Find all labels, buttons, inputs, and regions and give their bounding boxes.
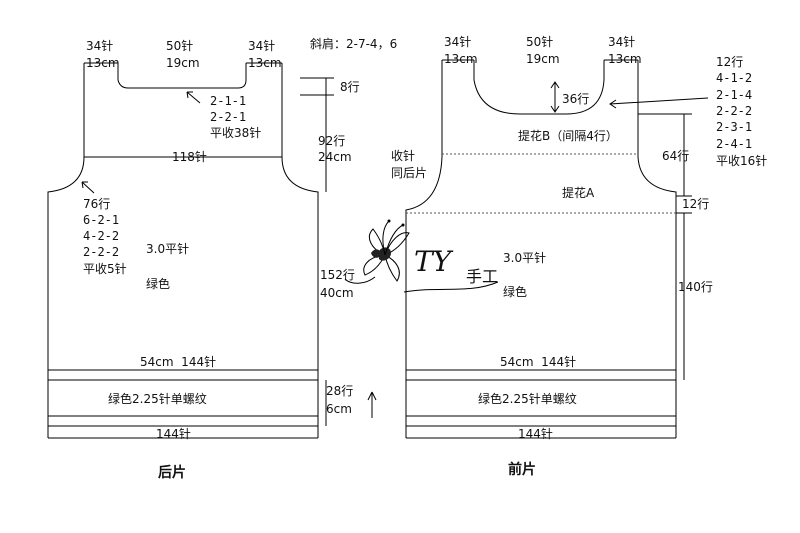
back-color: 绿色	[146, 276, 170, 291]
front-pattern-a: 提花A	[562, 185, 595, 200]
back-outline	[47, 63, 319, 438]
front-side-note-2: 同后片	[391, 166, 427, 180]
back-neck-st: 50针	[166, 38, 193, 53]
front-neck-pointer-arrow	[609, 97, 709, 109]
back-armhole-cm: 24cm	[318, 150, 352, 164]
back-armhole-rows: 92行	[318, 134, 345, 148]
back-chest-st: 118针	[172, 149, 207, 164]
front-shoulder-left-st: 34针	[444, 34, 471, 49]
back-armhole-shaping-5: 平收5针	[83, 261, 127, 276]
back-neck-rows: 8行	[340, 80, 360, 94]
front-pattern-b-rows: 64行	[662, 149, 689, 163]
back-rib-rows: 28行	[326, 384, 353, 398]
back-body-cm: 40cm	[320, 286, 354, 300]
logo-swash	[403, 281, 499, 293]
back-neck-shaping-2: 2-2-1	[210, 110, 246, 124]
front-neck-shaping-3: 2-1-4	[716, 88, 752, 102]
back-body-rows: 152行	[320, 268, 355, 282]
back-armhole-shaping-2: 6-2-1	[83, 213, 119, 227]
front-body-rows: 140行	[678, 280, 713, 294]
back-armhole-shaping-4: 2-2-2	[83, 245, 119, 259]
back-shoulder-right-cm: 13cm	[248, 56, 282, 70]
front-shoulder-left-cm: 13cm	[444, 52, 478, 66]
front-hem-cm-st: 54cm 144针	[500, 354, 576, 369]
back-shoulder-right-st: 34针	[248, 38, 275, 53]
front-neck-shaping-1: 12行	[716, 55, 743, 69]
logo-text: 手工	[466, 267, 498, 286]
back-neck-shaping-3: 平收38针	[210, 125, 261, 140]
front-neck-shaping-7: 平收16针	[716, 153, 767, 168]
front-neck-shaping-4: 2-2-2	[716, 104, 752, 118]
back-armhole-shaping-1: 76行	[83, 197, 110, 211]
front-shoulder-right-st: 34针	[608, 34, 635, 49]
front-neck-rows: 36行	[562, 92, 589, 106]
front-neck-st: 50针	[526, 34, 553, 49]
back-shoulder-left-st: 34针	[86, 38, 113, 53]
back-shoulder-left-cm: 13cm	[86, 56, 120, 70]
back-neck-arrow	[186, 91, 201, 104]
front-rib-label: 绿色2.25针单螺纹	[478, 391, 577, 406]
front-outline	[405, 60, 677, 438]
front-neck-cm: 19cm	[526, 52, 560, 66]
lily-flower-icon	[344, 219, 410, 284]
front-piece: 34针 13cm 50针 19cm 34针 13cm 36行 12行 4-1-2…	[391, 34, 767, 478]
back-armhole-arrow	[81, 181, 95, 194]
back-hem-cm-st: 54cm 144针	[140, 354, 216, 369]
front-side-note-1: 收针	[391, 148, 415, 163]
logo-letters: TY	[414, 245, 454, 278]
front-title: 前片	[508, 461, 536, 478]
front-bottom-st: 144针	[518, 426, 553, 441]
back-rib-cm: 6cm	[326, 402, 352, 416]
front-shoulder-right-cm: 13cm	[608, 52, 642, 66]
front-pattern-b: 提花B（间隔4行）	[518, 128, 618, 143]
front-neck-shaping-6: 2-4-1	[716, 137, 752, 151]
back-slope-shoulder: 斜肩：2-7-4，6	[310, 36, 397, 51]
front-needle: 3.0平针	[503, 250, 546, 265]
back-piece: 34针 13cm 50针 19cm 34针 13cm 斜肩：2-7-4，6 8行…	[47, 36, 397, 481]
front-neck-shaping-5: 2-3-1	[716, 120, 752, 134]
ty-handcraft-logo: TY 手工	[344, 219, 499, 293]
front-neck-depth-arrow	[550, 81, 560, 113]
back-needle: 3.0平针	[146, 241, 189, 256]
front-pattern-a-rows: 12行	[682, 197, 709, 211]
back-armhole-shaping-3: 4-2-2	[83, 229, 119, 243]
back-bottom-st: 144针	[156, 426, 191, 441]
back-neck-shaping-1: 2-1-1	[210, 94, 246, 108]
back-rib-arrow	[367, 391, 377, 418]
front-neck-shaping-2: 4-1-2	[716, 71, 752, 85]
back-neck-cm: 19cm	[166, 56, 200, 70]
front-color: 绿色	[503, 284, 527, 299]
back-rib-label: 绿色2.25针单螺纹	[108, 391, 207, 406]
back-title: 后片	[158, 464, 186, 481]
